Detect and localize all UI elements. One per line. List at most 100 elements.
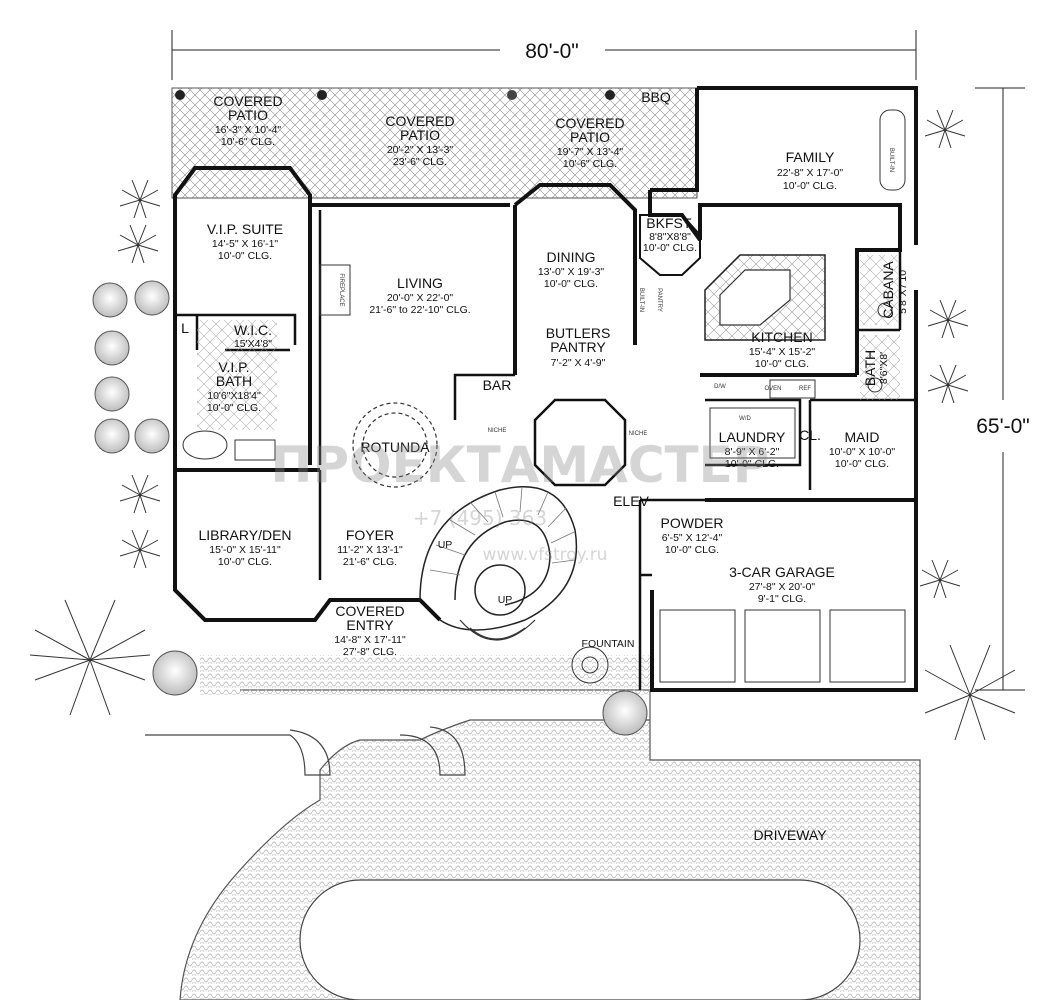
covered-patio-left-name2: PATIO [228, 107, 268, 123]
column-icon [175, 90, 185, 100]
linen-closet-label: L [181, 320, 189, 336]
covered-entry-name: COVERED [335, 603, 404, 619]
built-in-dining-label: BUILT-IN [638, 288, 644, 312]
toilet-icon [867, 377, 883, 393]
watermark-site: www.vfstroy.ru [483, 545, 608, 565]
powder-size: 6'-5" X 12'-4" [662, 532, 723, 544]
living-size: 20'-0" X 22'-0" [387, 292, 454, 304]
covered-patio-right-size: 19'-7" X 13'-4" [557, 146, 624, 158]
dimension-depth: 65'-0" [975, 87, 1030, 691]
living-name: LIVING [397, 275, 443, 291]
covered-patio-center-name: COVERED [385, 113, 454, 129]
laundry-ceiling: 10'-0" CLG. [725, 458, 779, 470]
dimension-width: 80'-0" [171, 30, 917, 80]
vip-suite-name: V.I.P. SUITE [207, 221, 283, 237]
fountain-basin-icon [581, 656, 599, 674]
curved-entry-steps [459, 619, 536, 641]
oven-label: OVEN [764, 386, 781, 392]
fountain-label: FOUNTAIN [582, 638, 635, 650]
bkfst-ceiling: 10'-0" CLG. [643, 242, 697, 254]
elevator-label: ELEV [613, 493, 649, 509]
room-labels: COVERED PATIO 16'-3" X 10'-4" 10'-6" CLG… [181, 89, 909, 843]
maid-name: MAID [845, 429, 880, 445]
living-ceiling: 21'-6" to 22'-10" CLG. [369, 304, 470, 316]
stair-up-label: UP [438, 539, 453, 551]
vip-bath-tile [197, 320, 277, 430]
palm-tree-icon [919, 559, 961, 599]
palm-tree-icon [119, 474, 161, 514]
palm-tree-icon [29, 599, 151, 716]
shrub-icon [134, 280, 170, 316]
vanity-icon [234, 439, 276, 461]
garage-doors [659, 609, 906, 683]
bar-name: BAR [483, 377, 512, 393]
shrub-icon [92, 282, 128, 318]
shrub-icon [94, 376, 130, 412]
built-in-family-label: BUILT-IN [888, 148, 894, 172]
kitchen-ceiling: 10'-0" CLG. [755, 358, 809, 370]
palm-tree-icon [119, 179, 161, 219]
wic-name: W.I.C. [234, 322, 272, 338]
bath-name: BATH [862, 350, 878, 386]
oven-icon [769, 379, 816, 399]
wic-size: 15'X4'8" [234, 338, 272, 350]
cabana-size: 5'8"X7'10" [897, 266, 909, 314]
cabana-name: CABANA [880, 261, 896, 319]
vip-bath-name2: BATH [216, 373, 252, 389]
vip-bath-ceiling: 10'-0" CLG. [207, 402, 261, 414]
vip-suite-size: 14'-5" X 16'-1" [212, 238, 279, 250]
butlers-pantry-name2: PANTRY [550, 339, 606, 355]
octagon-nook [639, 214, 701, 276]
dw-label: D/W [714, 384, 726, 390]
octagon-room [533, 398, 627, 487]
spiral-staircase [419, 486, 578, 631]
family-name: FAMILY [786, 149, 835, 165]
foyer-ceiling: 21'-6" CLG. [343, 556, 397, 568]
covered-patio-left-name: COVERED [213, 93, 282, 109]
fixtures [182, 109, 906, 684]
dining-size: 13'-0" X 19'-3" [538, 266, 605, 278]
laundry-name: LAUNDRY [719, 429, 786, 445]
vip-bath-size: 10'6"X18'4" [207, 390, 261, 402]
depth-dimension-label: 65'-0" [976, 415, 1030, 438]
palm-tree-icon [924, 644, 1016, 741]
kitchen-island [704, 254, 826, 341]
vip-suite-ceiling: 10'-0" CLG. [218, 250, 272, 262]
fountain-icon [571, 646, 609, 684]
palm-tree-icon [927, 299, 969, 339]
shrub-icon [94, 330, 130, 366]
vip-bath-name: V.I.P. [218, 359, 249, 375]
column-icon [317, 90, 327, 100]
powder-ceiling: 10'-0" CLG. [665, 544, 719, 556]
palm-tree-icon [924, 109, 966, 149]
covered-patio-area [171, 87, 698, 199]
powder-name: POWDER [661, 515, 724, 531]
driveway-island [299, 879, 861, 1000]
bbq-label: BBQ [641, 89, 671, 105]
covered-entry-size: 14'-8" X 17'-11" [334, 634, 406, 646]
bathtub-icon [182, 430, 228, 460]
library-size: 15'-0" X 15'-11" [209, 544, 281, 556]
library-ceiling: 10'-0" CLG. [218, 556, 272, 568]
fireplace-icon [319, 264, 351, 316]
foyer-name: FOYER [346, 527, 394, 543]
butlers-pantry-size: 7'-2" X 4'-9" [551, 357, 606, 369]
butlers-pantry-name: BUTLERS [546, 325, 611, 341]
driveway-label: DRIVEWAY [753, 827, 827, 843]
shrub-icon [94, 418, 130, 454]
width-dimension-label: 80'-0" [525, 40, 579, 63]
covered-entry-ceiling: 27'-8" CLG. [343, 646, 397, 658]
niche-label: NICHE [488, 428, 507, 434]
stair-up-label-2: UP [498, 594, 513, 606]
built-in-icon [879, 109, 906, 191]
covered-patio-left-ceiling: 10'-6" CLG. [221, 136, 275, 148]
laundry-size: 8'-9" X 6'-2" [725, 446, 780, 458]
covered-patio-center-ceiling: 23'-6" CLG. [393, 156, 447, 168]
watermark-phone: +7 (495) 363 [413, 506, 547, 530]
rotunda-ring [352, 402, 438, 488]
column-icon [605, 90, 615, 100]
foyer-size: 11'-2" X 13'-1" [337, 544, 403, 556]
fireplace-label: FIREPLACE [338, 273, 344, 306]
garage-ceiling: 9'-1" CLG. [758, 593, 806, 605]
